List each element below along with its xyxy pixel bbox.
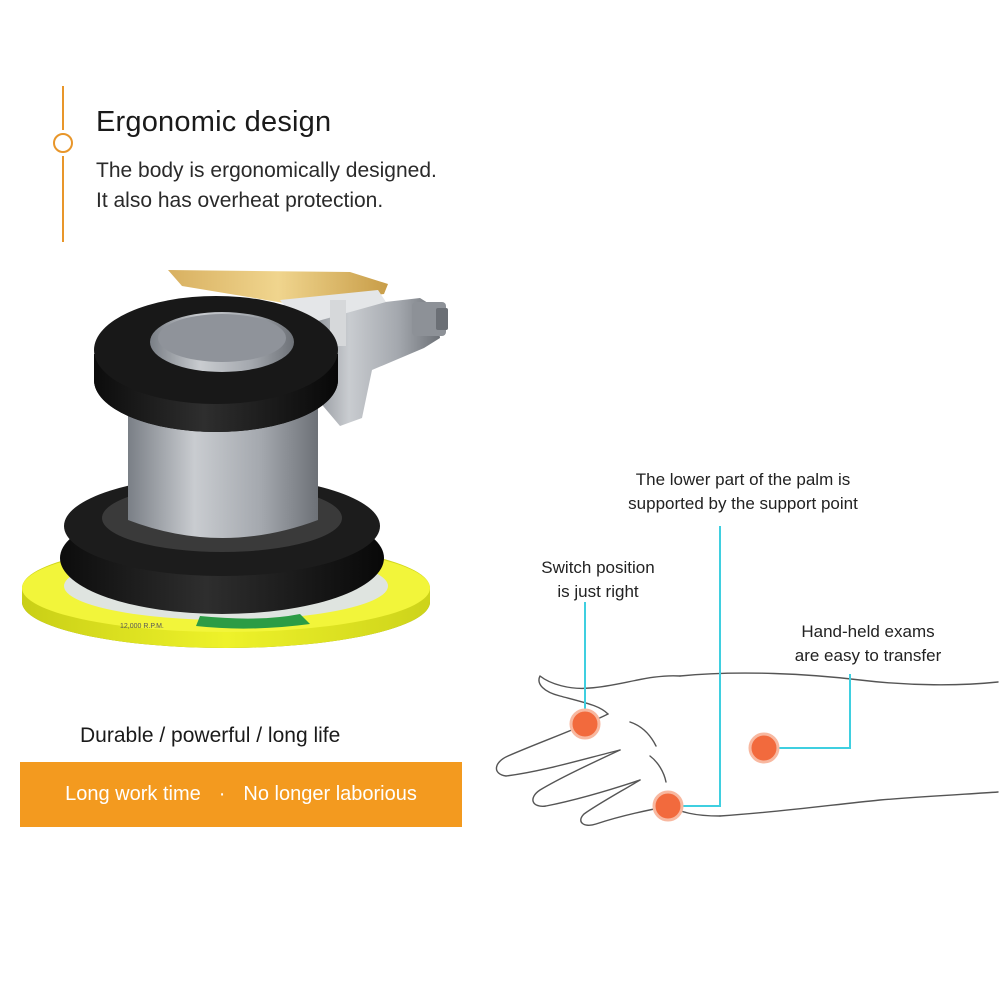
palm-callout-line bbox=[668, 526, 721, 807]
callout-palm-line-2: supported by the support point bbox=[628, 494, 858, 513]
accent-line-top bbox=[62, 86, 64, 130]
callout-hand-line-1: Hand-held exams bbox=[801, 622, 935, 641]
section-title: Ergonomic design bbox=[96, 106, 332, 138]
callout-palm-support: The lower part of the palm is supported … bbox=[588, 468, 898, 516]
callout-switch-position: Switch position is just right bbox=[516, 556, 680, 604]
pad-rpm-label: 12,000 R.P.M. bbox=[120, 623, 164, 630]
banner-item-no-longer-laborious: No longer laborious bbox=[243, 783, 417, 805]
hand-callout-line bbox=[764, 674, 851, 749]
callout-hand-line-2: are easy to transfer bbox=[794, 646, 942, 665]
banner-item-long-work-time: Long work time bbox=[65, 783, 201, 805]
hand-diagram bbox=[495, 526, 999, 826]
knuckle-crease bbox=[629, 721, 657, 747]
middle-finger-outline bbox=[532, 749, 641, 807]
index-finger-outline bbox=[495, 713, 621, 777]
palm-crease bbox=[649, 755, 667, 783]
thumb-outline bbox=[538, 675, 681, 715]
wrist-support-point bbox=[748, 732, 780, 764]
accent-circle-icon bbox=[53, 133, 73, 153]
palm-support-point bbox=[652, 790, 684, 822]
callout-hand-held: Hand-held exams are easy to transfer bbox=[768, 620, 968, 668]
air-sander-image: 12,000 R.P.M. bbox=[22, 270, 448, 648]
callout-switch-line-1: Switch position bbox=[541, 558, 655, 577]
forearm-bottom-outline bbox=[719, 791, 999, 817]
features-line: Durable / powerful / long life bbox=[80, 724, 341, 747]
forearm-top-outline bbox=[679, 672, 999, 686]
switch-support-point bbox=[569, 708, 601, 740]
callout-palm-line-1: The lower part of the palm is bbox=[635, 470, 851, 489]
accent-line-bottom bbox=[62, 156, 64, 242]
description-line-2: It also has overheat protection. bbox=[96, 189, 384, 212]
ring-finger-outline bbox=[580, 779, 671, 826]
callout-switch-line-2: is just right bbox=[557, 582, 639, 601]
banner-separator: · bbox=[218, 783, 226, 805]
feature-banner: Long work time · No longer laborious bbox=[20, 762, 462, 827]
description-line-1: The body is ergonomically designed. bbox=[96, 159, 437, 182]
